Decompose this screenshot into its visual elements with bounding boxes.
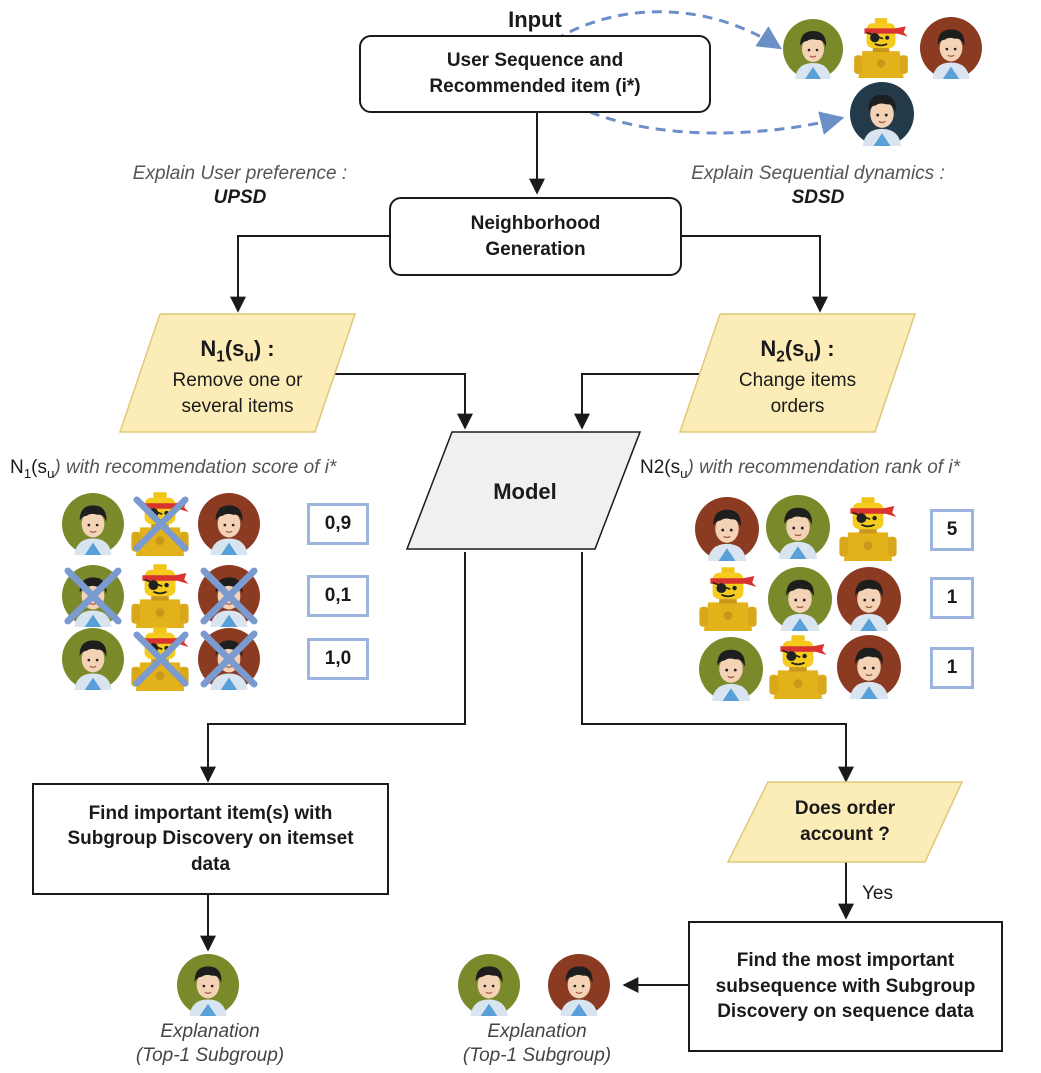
explanation-left-line1: Explanation [160,1021,260,1042]
score-box: 1,0 [307,638,369,680]
right-explain: Explain Sequential dynamics : SDSD [648,162,988,210]
right-result-box: Find the most important subsequence with… [688,921,1003,1052]
explanation-right-line1: Explanation [487,1021,587,1042]
lego-pirate-icon [130,563,190,628]
avatar-brown-icon [198,493,260,555]
avatar-brown-icon [920,17,982,79]
yes-label: Yes [862,883,893,904]
order-question-parallelogram [726,781,964,863]
left-caption: N1(su) with recommendation score of i* [10,457,337,481]
neighborhood-box: Neighborhood Generation [389,197,682,276]
avatar-olive-icon [768,567,832,631]
avatar-dark-icon [850,82,914,146]
neighborhood-box-text: Neighborhood Generation [470,212,601,260]
arrow-n2-to-model [574,373,715,430]
rank-box: 5 [930,509,974,551]
left-explain-line2: UPSD [213,186,267,208]
input-label: Input [508,7,562,32]
n2-desc: Change items orders [738,370,857,417]
score-box: 0,1 [307,575,369,617]
n2-title: N2(su) : [760,336,835,366]
right-caption: N2(su) with recommendation rank of i* [640,457,960,481]
right-result-text: Find the most important subsequence with… [715,950,976,1023]
model-parallelogram [405,431,642,550]
lego-pirate-icon [768,634,828,699]
arrow-neighborhood-to-n1 [230,235,389,313]
avatar-brown-icon [837,635,901,699]
avatar-olive-icon [177,954,239,1016]
arrow-model-to-left-result [200,552,466,783]
dashed-arrow-top [554,10,783,50]
arrow-model-to-order-question [581,552,854,783]
lego-pirate-icon [838,496,898,561]
n1-parallelogram [118,313,357,433]
avatar-olive-icon [62,628,124,690]
avatar-olive-icon [783,19,843,79]
avatar-brown-icon [695,497,759,561]
n2-parallelogram [678,313,917,433]
explanation-left-line2: (Top-1 Subgroup) [135,1044,285,1066]
avatar-brown-icon [837,567,901,631]
rank-box: 1 [930,577,974,619]
n1-desc: Remove one or several items [172,370,303,417]
model-label: Model [493,479,557,504]
lego-pirate-icon [698,566,758,631]
lego-pirate-icon [853,17,909,79]
explanation-right: Explanation (Top-1 Subgroup) [437,1020,637,1068]
dashed-arrow-bottom [589,110,845,135]
left-result-text: Find important item(s) with Subgroup Dis… [67,802,354,875]
order-question-label: Does order account ? [794,798,896,845]
n1-label: N1(su) : Remove one or several items [140,334,335,419]
n2-label: N2(su) : Change items orders [700,334,895,419]
arrow-neighborhood-to-n2 [682,235,828,313]
input-box: User Sequence and Recommended item (i*) [359,35,711,113]
arrow-n1-to-model [334,373,473,430]
avatar-olive-icon [699,637,763,701]
avatar-olive-icon [766,495,830,559]
n1-title: N1(su) : [200,336,275,366]
left-result-box: Find important item(s) with Subgroup Dis… [32,783,389,895]
input-box-text: User Sequence and Recommended item (i*) [429,50,641,97]
right-explain-line1: Explain Sequential dynamics : [691,163,945,184]
score-box: 0,9 [307,503,369,545]
avatar-olive-icon [62,493,124,555]
avatar-olive-icon [458,954,520,1016]
explanation-left: Explanation (Top-1 Subgroup) [110,1020,310,1068]
rank-box: 1 [930,647,974,689]
left-explain: Explain User preference : UPSD [90,162,390,210]
avatar-brown-icon [548,954,610,1016]
left-explain-line1: Explain User preference : [132,163,348,184]
explanation-right-line2: (Top-1 Subgroup) [462,1044,612,1066]
right-explain-line2: SDSD [791,186,845,208]
